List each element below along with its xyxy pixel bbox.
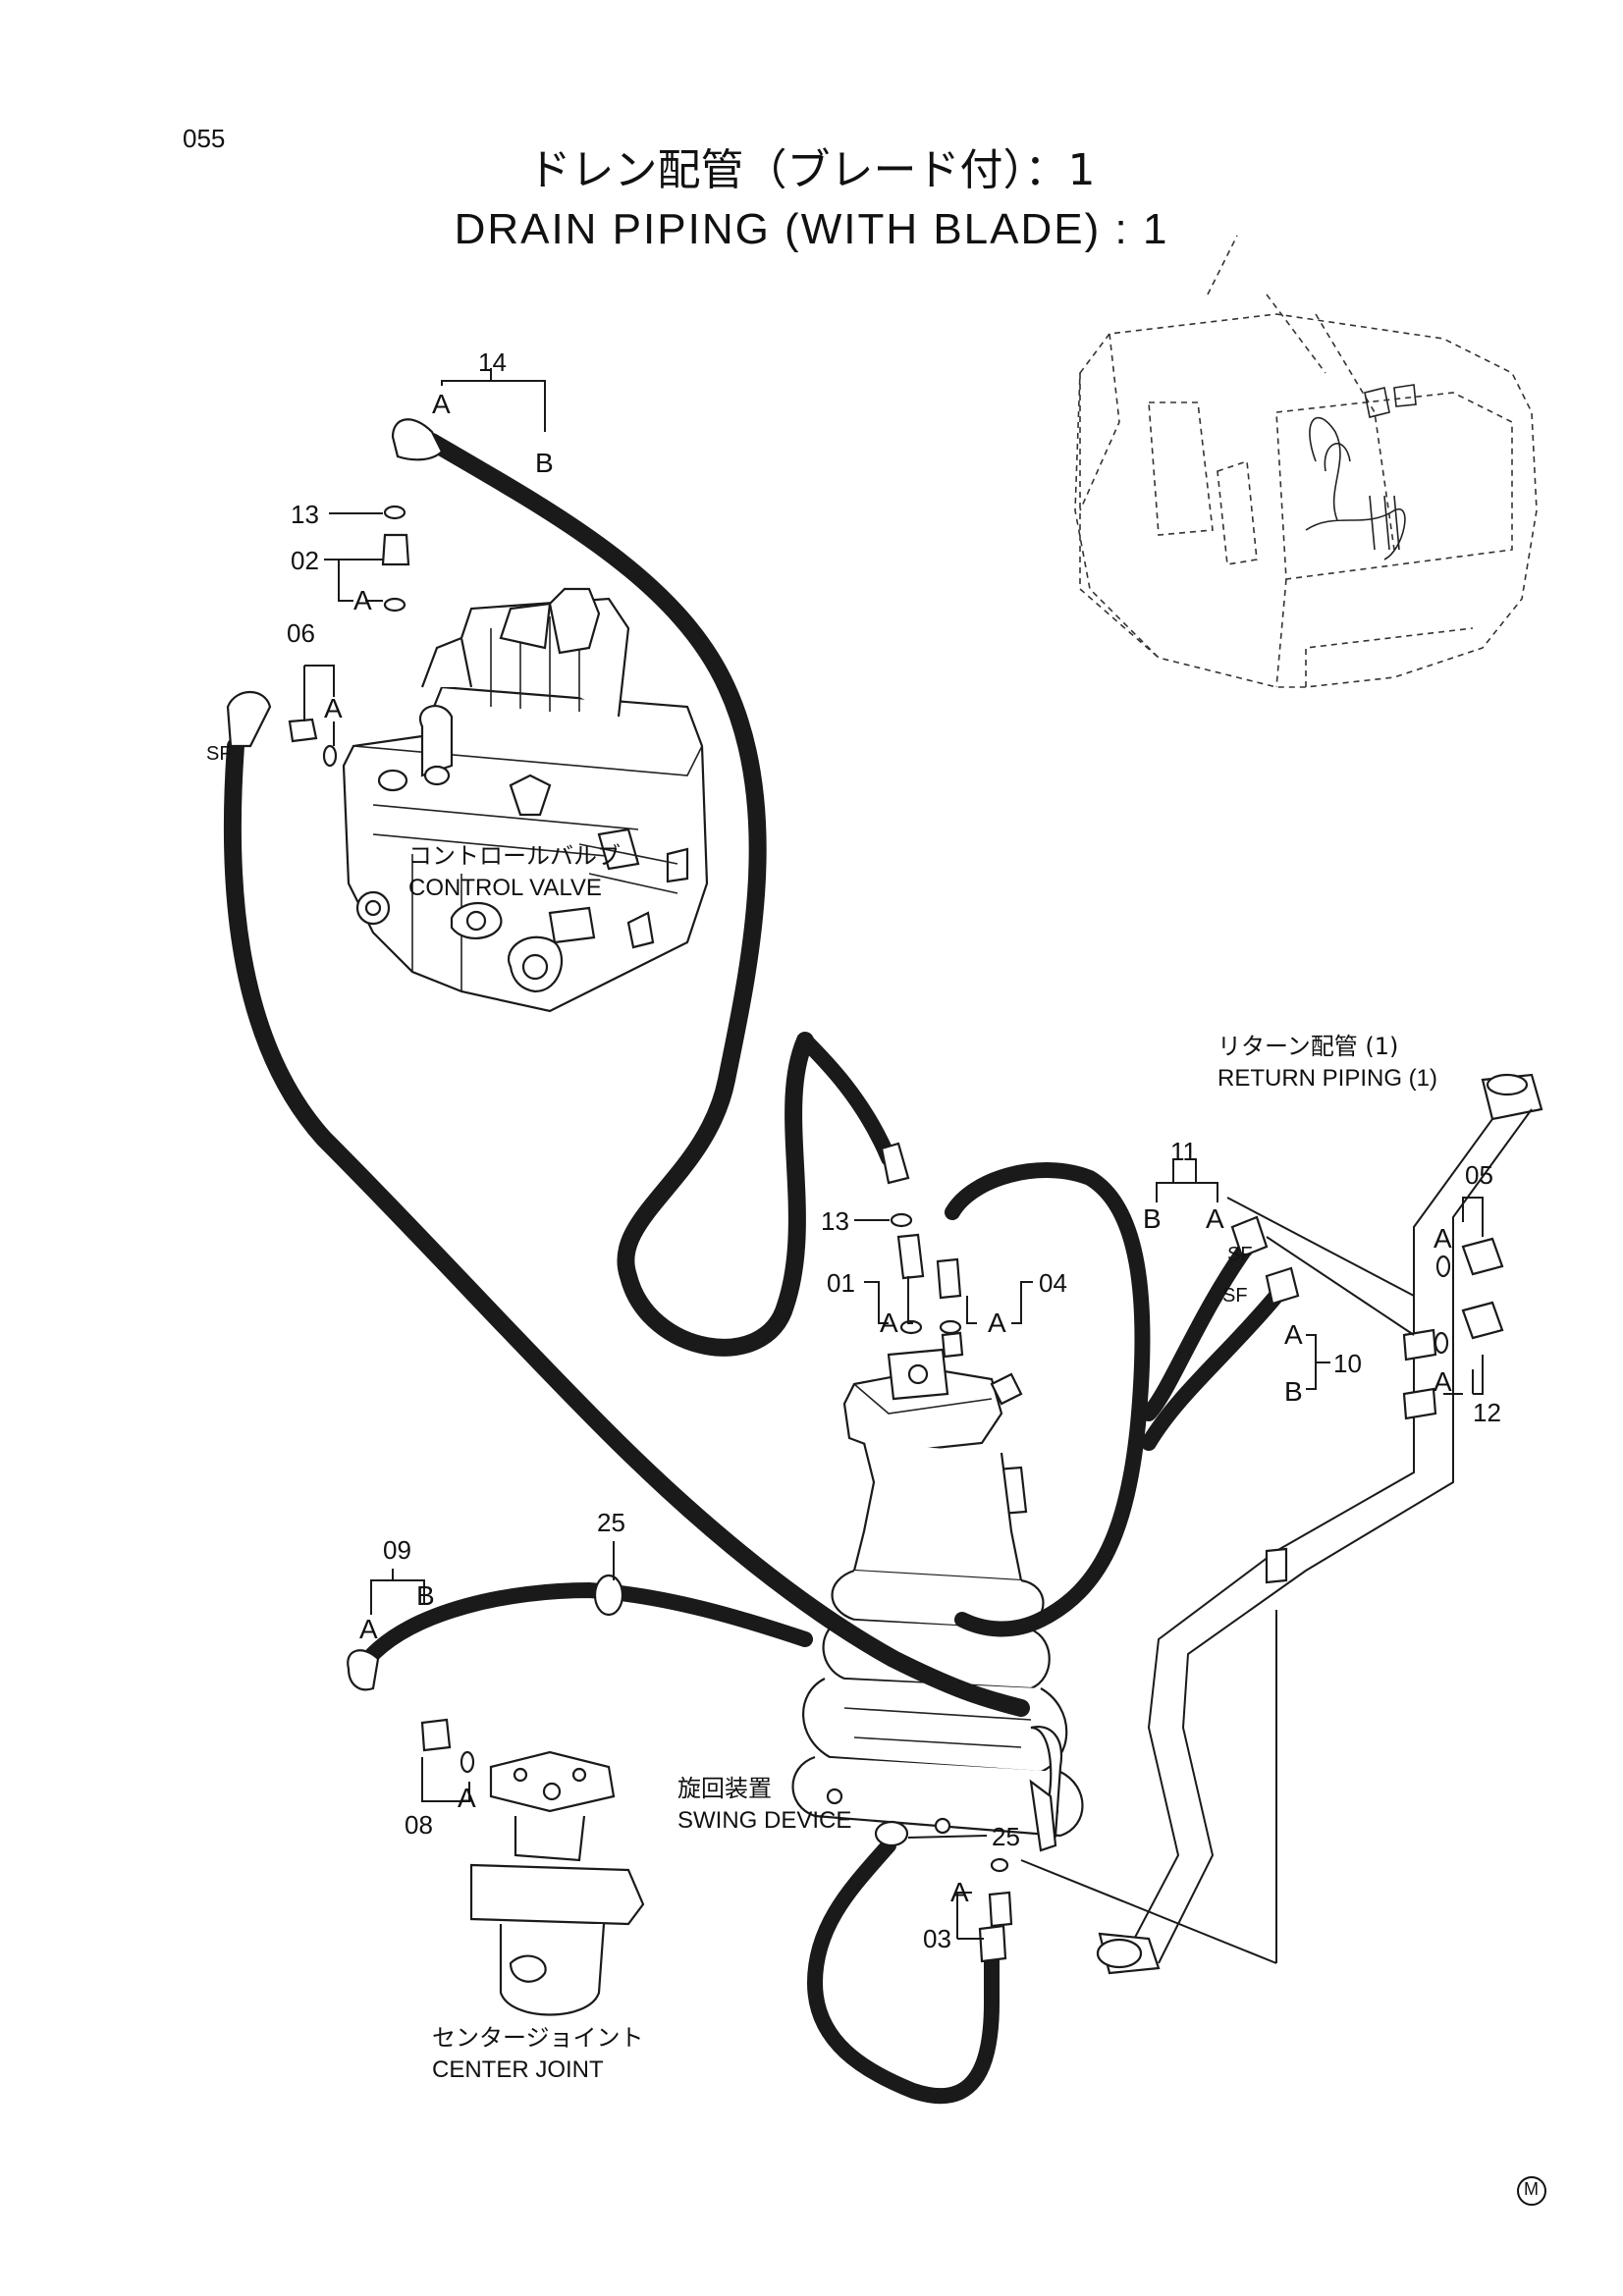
callout-06: 06: [287, 618, 315, 648]
end-marker-sf: SF: [1222, 1285, 1248, 1307]
end-marker-a: A: [880, 1308, 898, 1338]
return-piping-drawing: [1020, 1073, 1543, 1975]
swing-device-label-en: SWING DEVICE: [677, 1807, 852, 1834]
callout-13-top: 13: [291, 500, 319, 529]
machine-overview-sketch: [1074, 235, 1538, 688]
end-marker-b: B: [1143, 1203, 1162, 1234]
page-title-english: DRAIN PIPING (WITH BLADE) : 1: [454, 205, 1169, 253]
end-marker-a: A: [1434, 1223, 1452, 1254]
corner-mark-letter: M: [1524, 2179, 1539, 2199]
control-valve-drawing: [342, 587, 709, 1013]
end-marker-a: A: [432, 389, 451, 419]
end-marker-a: A: [324, 693, 343, 723]
return-piping-label-jp: リターン配管 (1): [1217, 1033, 1399, 1060]
end-marker-a: A: [1206, 1203, 1224, 1234]
callout-25-top: 25: [597, 1508, 625, 1537]
swing-device-drawing: [791, 1348, 1084, 1852]
page-number: 055: [183, 124, 226, 153]
end-marker-a: A: [950, 1877, 969, 1907]
callout-25-bottom: 25: [992, 1822, 1020, 1851]
center-joint-label-en: CENTER JOINT: [432, 2056, 604, 2083]
center-joint-drawing: [469, 1750, 645, 2016]
callout-11: 11: [1170, 1137, 1197, 1166]
end-marker-a: A: [1284, 1319, 1303, 1350]
callout-04: 04: [1039, 1268, 1067, 1298]
callout-03: 03: [923, 1924, 951, 1953]
page-title-japanese: ドレン配管（ブレード付）：1: [527, 145, 1096, 195]
return-piping-label-en: RETURN PIPING (1): [1217, 1065, 1438, 1092]
end-marker-a: A: [988, 1308, 1006, 1338]
end-marker-b: B: [535, 448, 554, 478]
callout-leaders: [303, 368, 1484, 1940]
control-valve-label-jp: コントロールバルブ: [408, 842, 621, 870]
callout-14: 14: [478, 347, 507, 377]
hoses: [223, 418, 1300, 2104]
control-valve-label-en: CONTROL VALVE: [408, 875, 602, 901]
center-joint-label-jp: センタージョイント: [432, 2024, 644, 2052]
end-marker-a: A: [353, 585, 372, 615]
corner-mark-circle: [1517, 2176, 1546, 2206]
callout-02: 02: [291, 546, 319, 575]
end-marker-a: A: [1434, 1366, 1452, 1397]
callout-08: 08: [405, 1810, 433, 1840]
end-marker-b: B: [416, 1580, 435, 1611]
callout-05: 05: [1465, 1160, 1493, 1190]
end-marker-a: A: [458, 1783, 476, 1813]
callout-10: 10: [1333, 1349, 1362, 1378]
end-marker-sf: SF: [1227, 1244, 1253, 1265]
swing-device-label-jp: 旋回装置: [677, 1775, 772, 1802]
end-marker-sf: SF: [206, 743, 232, 765]
end-marker-a: A: [359, 1614, 378, 1644]
callout-13-mid: 13: [821, 1206, 849, 1236]
callout-01: 01: [827, 1268, 855, 1298]
fittings: [288, 505, 1504, 1928]
end-marker-b: B: [1284, 1376, 1303, 1407]
callout-12: 12: [1473, 1398, 1501, 1427]
callout-09: 09: [383, 1535, 411, 1565]
